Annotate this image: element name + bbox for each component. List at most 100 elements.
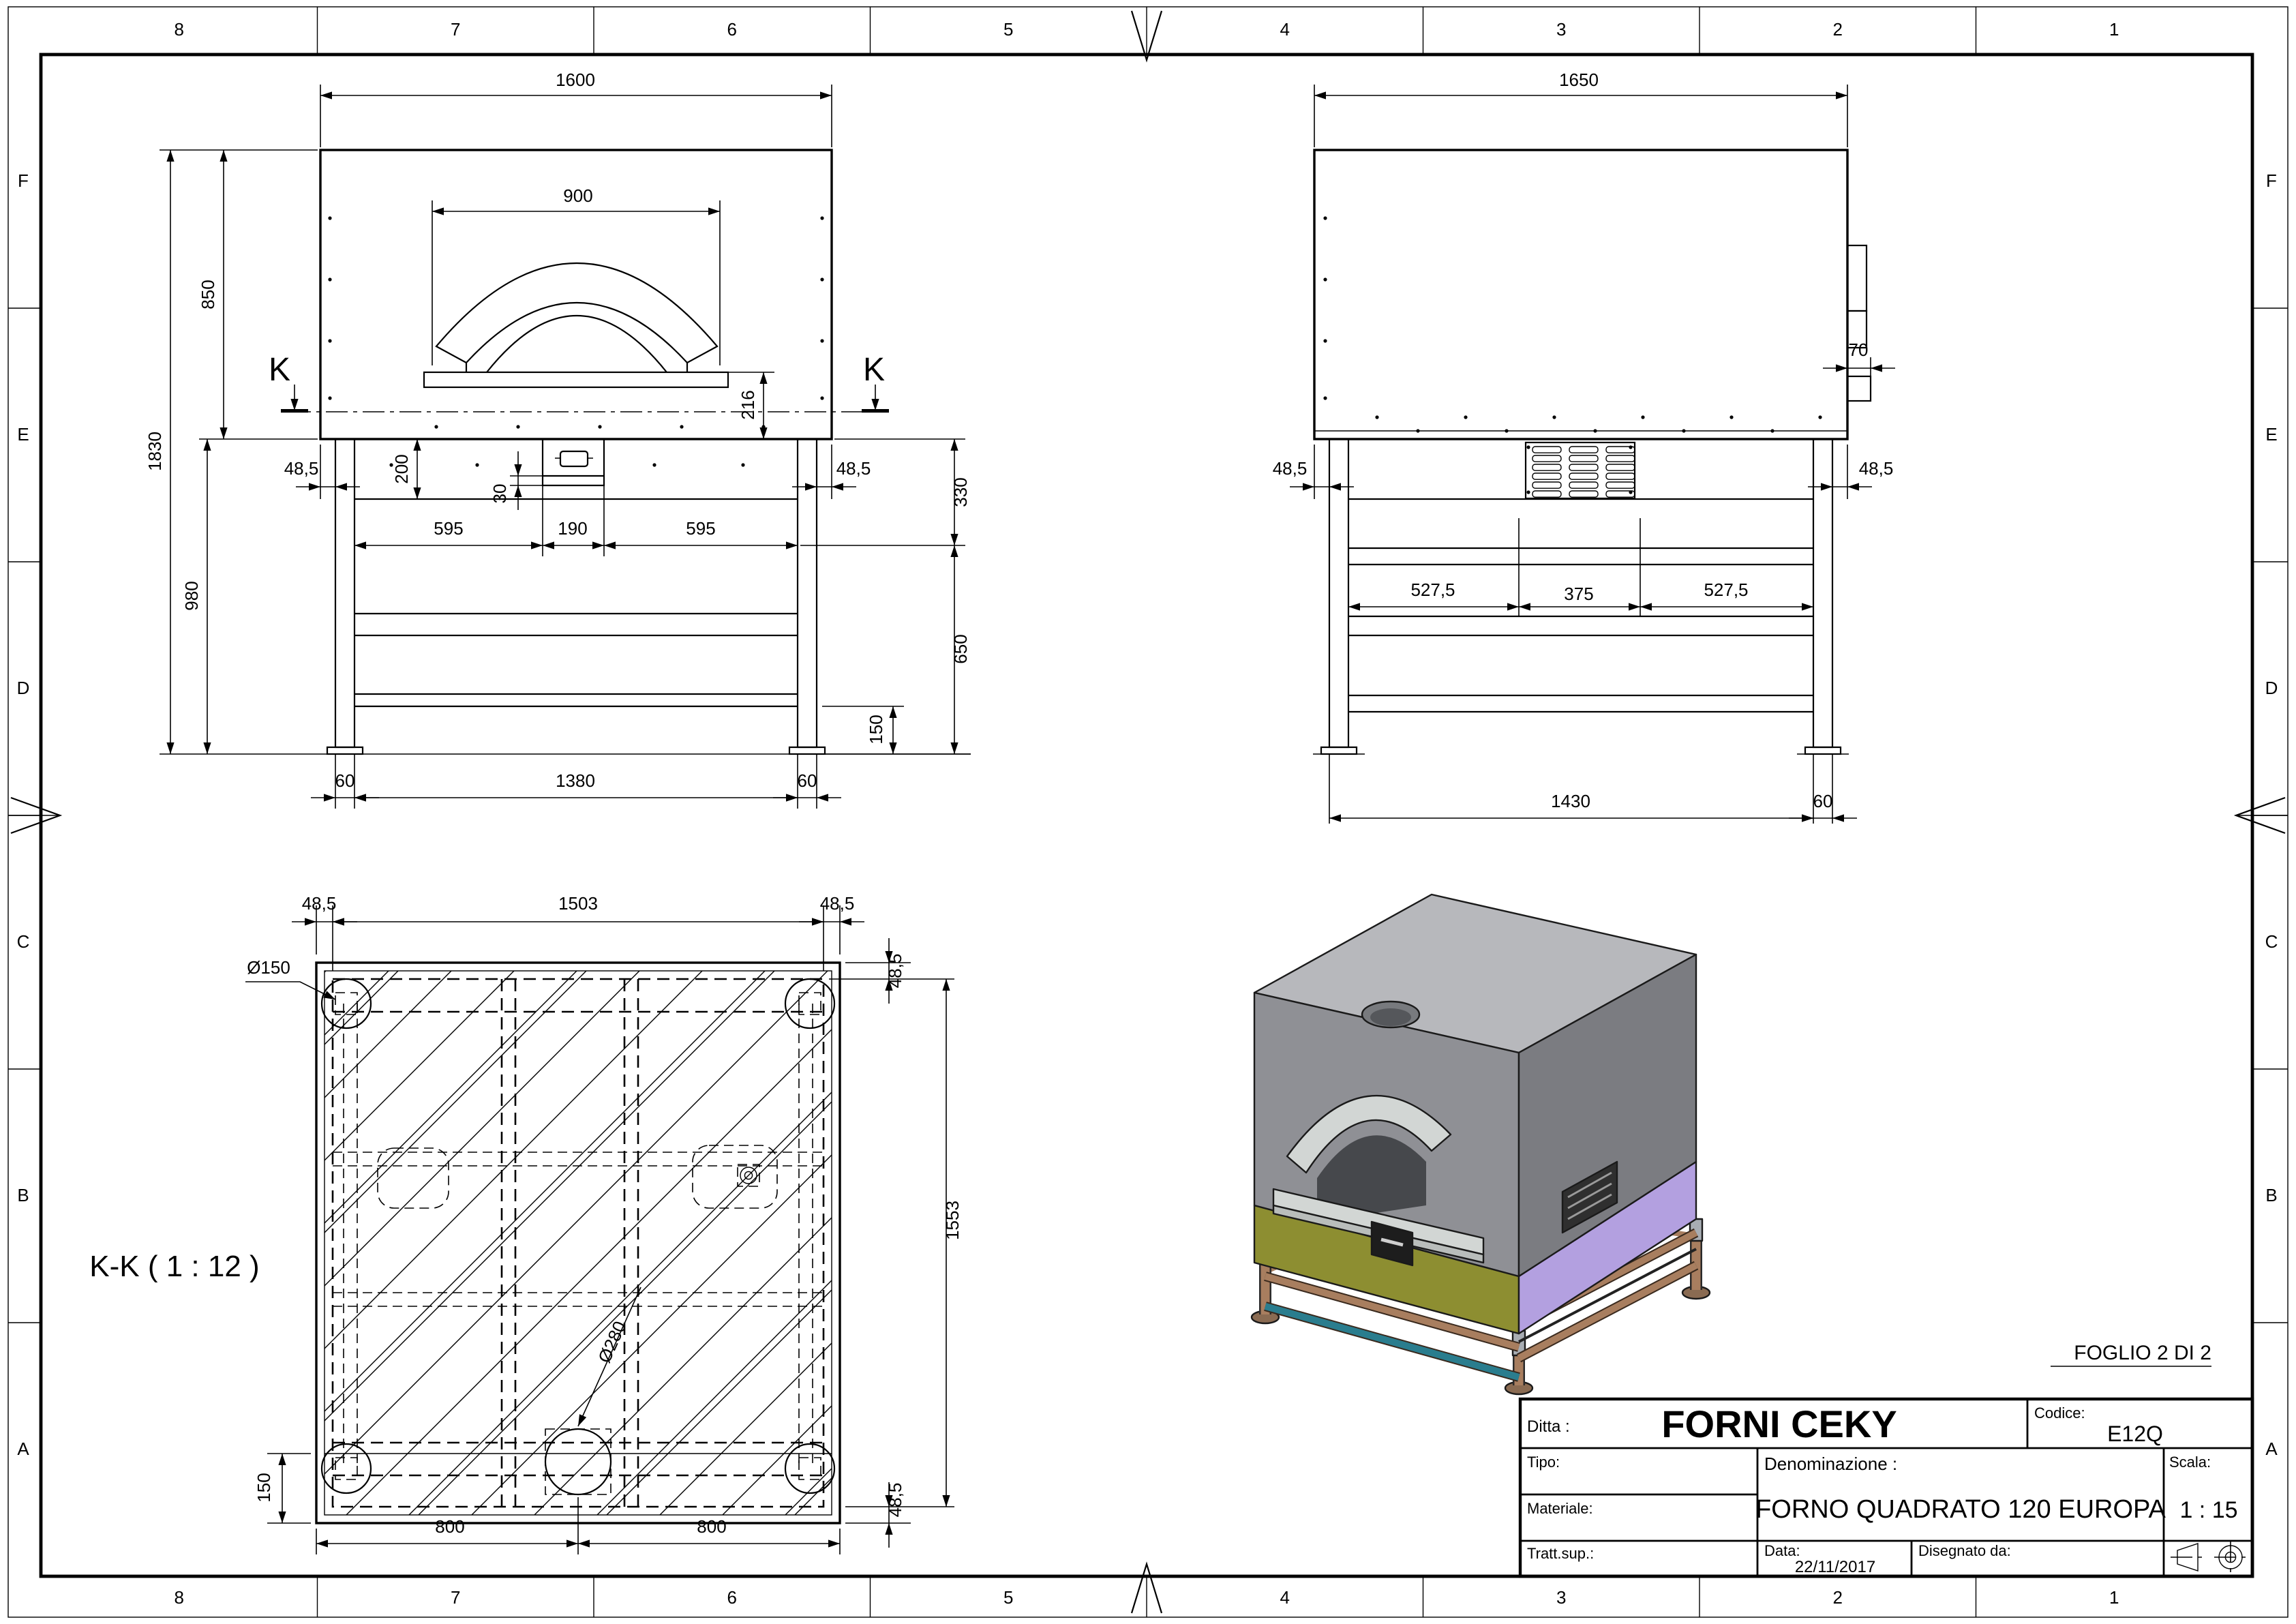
dimension: 1830 xyxy=(145,150,175,754)
chimney-hole xyxy=(1370,1008,1411,1026)
materiale-label: Materiale: xyxy=(1527,1500,1593,1517)
dimension: 60 xyxy=(311,770,379,802)
dimension: 1650 xyxy=(1314,70,1847,100)
dimension: 1380 xyxy=(354,770,798,802)
title-block-frame xyxy=(1518,1397,2254,1578)
dimension-label: K-K ( 1 : 12 ) xyxy=(89,1250,259,1283)
dimension: 527,5 xyxy=(1640,580,1813,611)
burner-unit xyxy=(559,450,589,468)
rail-left-upper xyxy=(1264,1273,1520,1351)
dimension: 48,5 xyxy=(885,1482,905,1548)
dimension: 850 xyxy=(198,150,228,439)
dimension-label: 48,5 xyxy=(885,954,905,989)
dimension: 375 xyxy=(1519,584,1640,611)
burner-recess xyxy=(541,439,605,487)
dimension: 1553 xyxy=(942,979,963,1507)
zone-column-label: 1 xyxy=(2109,1587,2119,1608)
dimension-label: 1650 xyxy=(1559,70,1599,90)
dimension-label: 60 xyxy=(798,770,817,791)
company-name: FORNI CEKY xyxy=(1661,1402,1897,1445)
dimension-label: 60 xyxy=(335,770,355,791)
rail-right-steel xyxy=(1518,1248,1697,1343)
centering-mark-bottom xyxy=(1130,1561,1163,1614)
dimension: 800 xyxy=(316,1516,578,1548)
dimension-label: 1380 xyxy=(556,770,595,791)
zone-column-label: 7 xyxy=(451,19,460,40)
leg-circle-br xyxy=(784,1443,836,1494)
foot-plate-right xyxy=(788,746,826,755)
sheet-note: FOGLIO 2 DI 2 xyxy=(2051,1342,2211,1367)
zone-column-label: 8 xyxy=(175,19,184,40)
dia280-arrow xyxy=(578,1414,587,1426)
zone-column-label: 4 xyxy=(1280,19,1290,40)
extension-lines-side xyxy=(1314,85,1871,824)
fitting-outer xyxy=(740,1167,757,1184)
chimney-frame xyxy=(545,1428,611,1495)
zone-row-label: F xyxy=(18,170,29,191)
codice-value: E12Q xyxy=(2107,1422,2163,1446)
zone-column-label: 3 xyxy=(1556,1587,1566,1608)
hidden-members xyxy=(333,1004,824,1469)
iso-burner-slot xyxy=(1380,1237,1404,1247)
dimension-label: 48,5 xyxy=(885,1483,905,1518)
iso-grille-slats xyxy=(1567,1171,1612,1220)
tipo-label: Tipo: xyxy=(1527,1454,1560,1471)
data-label: Data: xyxy=(1764,1542,1800,1559)
zone-column-label: 5 xyxy=(1003,1587,1013,1608)
dia150-arrow xyxy=(323,991,335,999)
vent-grille xyxy=(1524,441,1636,500)
zone-column-label: 2 xyxy=(1833,1587,1843,1608)
foot-plate-left xyxy=(326,746,364,755)
arch-inner xyxy=(486,314,667,373)
dimension-label: 1830 xyxy=(145,432,165,471)
oven-mouth xyxy=(1317,1135,1426,1222)
dimension-label: 190 xyxy=(558,518,587,539)
dimension: Ø150 xyxy=(247,957,290,978)
fitting-box xyxy=(737,1164,760,1187)
scala-label: Scala: xyxy=(2169,1454,2211,1471)
zone-column-label: 3 xyxy=(1556,19,1566,40)
dimension-label: 595 xyxy=(434,518,463,539)
cutout-right xyxy=(692,1145,778,1209)
dimension-label: 150 xyxy=(254,1473,274,1502)
zone-column-label: 4 xyxy=(1280,1587,1290,1608)
oven-body-front xyxy=(319,149,833,440)
dimension-label: 375 xyxy=(1564,584,1593,604)
arch-feet xyxy=(465,363,689,372)
extension-lines-front xyxy=(160,85,971,809)
dimension: 48,5 xyxy=(885,938,905,1004)
side-foot-left xyxy=(1320,746,1358,755)
dimension-label: 527,5 xyxy=(1704,580,1748,600)
side-foot-right xyxy=(1804,746,1842,755)
section-view xyxy=(245,905,954,1554)
denominazione-label: Denominazione : xyxy=(1764,1454,1897,1474)
flue-upper xyxy=(1846,244,1868,312)
zone-column-label: 8 xyxy=(175,1587,184,1608)
zone-row-label: C xyxy=(17,931,30,952)
dimension: 48,5 xyxy=(799,893,864,926)
section-inner-edge xyxy=(324,970,832,1516)
dimension: 48,5 xyxy=(1273,458,1354,491)
dimension: K xyxy=(863,352,885,388)
dimension-label: 70 xyxy=(1849,340,1869,360)
leg-circle-tr xyxy=(784,978,836,1029)
dimension-label: 900 xyxy=(563,185,592,206)
dimension-label: 60 xyxy=(1813,791,1833,811)
section-outer xyxy=(315,961,841,1524)
dimension: 30 xyxy=(489,451,522,510)
dimension-label: 216 xyxy=(738,390,758,419)
dimension-label: 980 xyxy=(181,581,202,610)
dimension: 48,5 xyxy=(284,458,360,491)
dimension-label: Ø150 xyxy=(247,957,290,978)
dimension: 595 xyxy=(354,518,543,550)
dimension: 216 xyxy=(738,372,768,439)
zone-row-label: E xyxy=(17,424,29,445)
stand-rails-side xyxy=(1348,547,1813,713)
zone-row-label: A xyxy=(17,1439,29,1459)
rail-teal xyxy=(1264,1303,1520,1381)
dimension: 200 xyxy=(391,439,421,499)
dimension-label: 1503 xyxy=(558,893,598,914)
